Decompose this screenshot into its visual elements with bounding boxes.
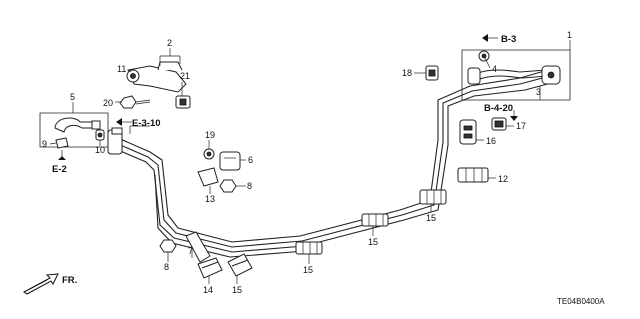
callout-8-lower: 8: [164, 262, 169, 272]
clamp-part-14: [197, 257, 223, 279]
reference-arrows: [58, 34, 518, 160]
front-direction-arrow: FR.: [23, 273, 77, 295]
cushion-part-13: [197, 167, 219, 187]
clip-part-9: [55, 137, 69, 149]
fuel-line-assembly-part-1: [461, 49, 571, 101]
callout-17: 17: [516, 121, 526, 131]
callout-15-c: 15: [368, 237, 378, 247]
pipe-joint-left: [107, 127, 123, 155]
callout-9: 9: [42, 139, 47, 149]
callout-2: 2: [167, 38, 172, 48]
clamp-part-6: [219, 151, 241, 171]
callout-12: 12: [498, 174, 508, 184]
clip-part-10: [95, 129, 105, 141]
bolt-part-8-lower: [159, 239, 177, 253]
callout-11: 11: [117, 64, 126, 74]
callout-19: 19: [205, 130, 215, 140]
callout-6: 6: [248, 155, 253, 165]
clip-part-16: [459, 119, 477, 145]
fuel-pipe-bundle: [117, 69, 556, 258]
clamp-part-15-d: [419, 189, 447, 205]
clamp-part-15-a: [227, 253, 253, 277]
callout-15-d: 15: [426, 213, 436, 223]
ref-label-e-3-10: E-3-10: [132, 118, 161, 129]
callout-3: 3: [536, 87, 541, 97]
callout-18: 18: [402, 68, 412, 78]
clamp-part-12: [457, 167, 489, 183]
callout-7: 7: [188, 246, 193, 256]
callout-8-upper: 8: [247, 181, 252, 191]
clip-part-17: [491, 117, 507, 131]
callout-14: 14: [203, 285, 213, 295]
grommet-part-19: [203, 148, 215, 160]
clip-part-18: [425, 65, 439, 81]
callout-20: 20: [103, 98, 113, 108]
bolt-part-8-upper: [219, 179, 237, 193]
ref-label-b-3: B-3: [501, 34, 516, 45]
callout-21: 21: [180, 71, 190, 81]
callout-1: 1: [567, 30, 572, 40]
bracket-part-7: [185, 231, 211, 263]
bolt-part-20: [119, 95, 151, 109]
callout-13: 13: [205, 194, 215, 204]
clamp-part-15-b: [295, 241, 323, 255]
callout-5: 5: [70, 92, 75, 102]
callout-15-b: 15: [303, 265, 313, 275]
callout-15-a: 15: [232, 285, 242, 295]
drawing-code: TE04B0400A: [557, 297, 605, 306]
ref-label-e-2: E-2: [52, 164, 67, 175]
clamp-part-15-c: [361, 213, 389, 227]
callout-16: 16: [486, 136, 496, 146]
bracket-assembly-part-2: [126, 61, 187, 93]
hose-part-5: [39, 112, 109, 148]
direction-label: FR.: [62, 275, 77, 286]
callout-4: 4: [492, 64, 497, 74]
leader-lines: [49, 40, 571, 284]
callout-10: 10: [95, 145, 105, 155]
ref-label-b-4-20: B-4-20: [484, 103, 513, 114]
clip-part-21: [175, 95, 191, 109]
